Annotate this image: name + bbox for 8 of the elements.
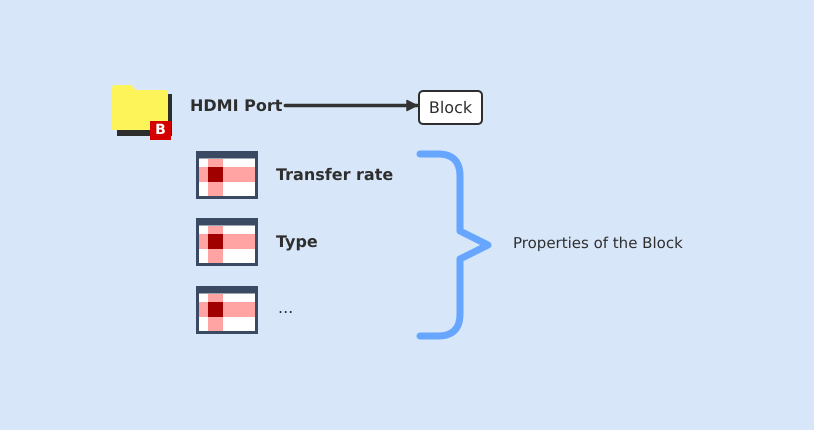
property-label: Type	[276, 232, 318, 251]
letter-badge: B	[150, 121, 171, 140]
arrow	[284, 100, 419, 112]
port-label: HDMI Port	[190, 96, 282, 115]
property-label: Transfer rate	[276, 165, 394, 184]
property-label: ...	[278, 298, 294, 317]
brace-label: Properties of the Block	[513, 234, 683, 252]
block-box: Block	[418, 90, 483, 125]
